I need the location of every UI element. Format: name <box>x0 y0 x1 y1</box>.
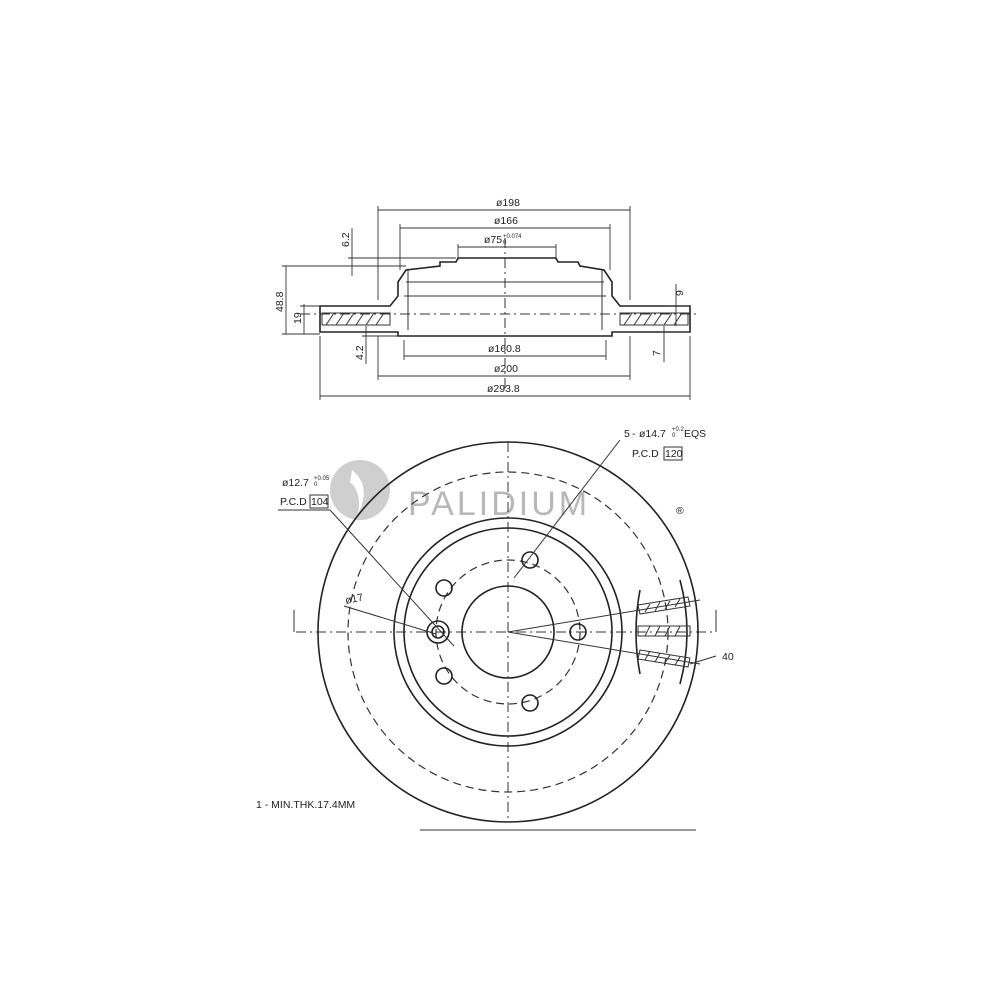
bolt-pcd-box <box>663 446 683 461</box>
front-view: PALIDIUM ® <box>278 427 734 823</box>
bolt-hole <box>521 694 539 712</box>
dim-d166: ø166 <box>494 215 518 227</box>
bolt-hole-suffix: EQS <box>684 428 706 440</box>
bolt-hole-diameter: ø14.7 <box>639 428 666 440</box>
hat-outline <box>319 257 691 337</box>
d17-leader <box>343 605 437 635</box>
bolt-hole-tolerance: +0.2 <box>672 427 685 433</box>
pin-callout-leader <box>329 509 455 647</box>
bolt-hole-tolerance-lower: 0 <box>672 433 676 439</box>
pin-pcd-value: 104 <box>311 496 329 508</box>
dim-h9: 9 <box>674 290 686 296</box>
dim-d75-tolerance-lower: 0 <box>503 240 507 246</box>
bolt-hole <box>435 667 453 685</box>
dim-d293-8: ø293.8 <box>487 383 520 395</box>
bolt-hole <box>435 579 453 597</box>
svg-text:-: - <box>632 428 636 440</box>
pin-hole-tolerance: +0.05 <box>314 476 330 482</box>
dim-d75-tolerance: +0.074 <box>503 234 522 240</box>
hat-inner <box>404 270 606 330</box>
vane-pitch-circle <box>347 471 669 793</box>
pin-pcd-box <box>309 494 329 509</box>
left-vane-section <box>321 312 391 326</box>
locating-pin-hole <box>426 620 450 644</box>
pin-hole-diameter: ø12.7 <box>282 477 309 489</box>
dim-d200: ø200 <box>494 363 518 375</box>
hat-outer-circle <box>393 517 623 747</box>
dim-d160-8: ø160.8 <box>488 343 521 355</box>
dim-h48-8: 48.8 <box>274 291 286 312</box>
dim-h19: 19 <box>292 312 304 324</box>
logo-registered-mark: ® <box>676 505 684 517</box>
height-dimensions <box>282 228 690 364</box>
pin-hole-outer <box>426 620 450 644</box>
dim-d17: ø17 <box>344 591 364 607</box>
bolt-pcd-circle <box>435 559 581 705</box>
palidium-logo: PALIDIUM ® <box>330 460 684 523</box>
side-section-view: ø198 ø166 ø75 +0.074 0 ø160.8 ø200 ø293.… <box>274 197 700 400</box>
bolt-hole-count: 5 <box>624 428 630 440</box>
pin-hole-tolerance-lower: 0 <box>314 482 318 488</box>
bolt-pcd-label: P.C.D <box>632 448 659 460</box>
logo-text: PALIDIUM <box>408 485 590 523</box>
outer-rim-circle <box>317 441 699 823</box>
dim-h7: 7 <box>651 350 663 356</box>
dim-d75: ø75 <box>484 234 502 246</box>
dim-h4-2: 4.2 <box>354 345 366 360</box>
diameter-dimensions <box>319 206 691 400</box>
dim-40: 40 <box>722 651 734 663</box>
bolt-callout-leader <box>513 439 621 579</box>
vane-cutaway <box>507 579 717 685</box>
bolt-pcd-value: 120 <box>665 448 683 460</box>
pin-hole-inner <box>431 625 445 639</box>
right-vane-section <box>619 312 689 326</box>
dim-h6-2: 6.2 <box>340 232 352 247</box>
center-bore-circle <box>461 585 555 679</box>
bolt-hole <box>569 623 587 641</box>
hat-inner-circle <box>403 527 613 737</box>
bolt-hole <box>521 551 539 569</box>
bolt-holes <box>435 551 587 712</box>
dim-d198: ø198 <box>496 197 520 209</box>
min-thickness-note: 1 - MIN.THK.17.4MM <box>256 799 355 811</box>
pin-pcd-label: P.C.D <box>280 496 307 508</box>
